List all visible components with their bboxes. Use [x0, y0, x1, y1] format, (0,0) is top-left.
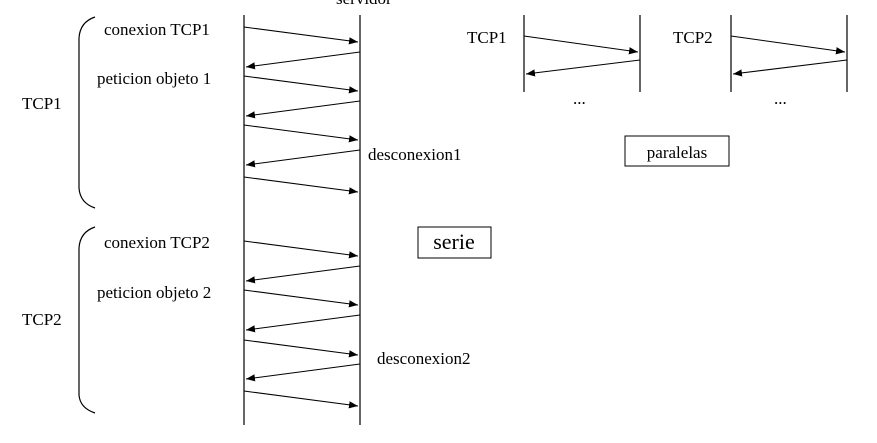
server-label: servidor [336, 0, 392, 8]
parallel-tcp2-response-arrow [732, 59, 848, 77]
tcp2-finack-arrow [245, 363, 361, 382]
serial-caption-box [417, 226, 492, 259]
tcp1-response-arrow [245, 100, 361, 119]
tcp1-synack-arrow [245, 51, 361, 70]
request-object1-label: peticion objeto 1 [97, 69, 211, 88]
connect-tcp1-label: conexion TCP1 [104, 20, 210, 39]
tcp2-ack-arrow [243, 390, 359, 409]
tcp2-brace-label: TCP2 [22, 310, 62, 329]
parallel-tcp1-ellipsis: ... [573, 89, 586, 108]
parallel-tcp2-label: TCP2 [673, 28, 713, 47]
tcp1-brace [78, 16, 96, 209]
tcp2-response-arrow [245, 314, 361, 333]
parallel-caption: paralelas [647, 143, 707, 162]
tcp1-brace-label: TCP1 [22, 94, 62, 113]
tcp1-request-arrow [243, 75, 359, 94]
parallel-tcp1-label: TCP1 [467, 28, 507, 47]
disconnect1-label: desconexion1 [368, 145, 461, 164]
tcp1-fin-arrow [243, 124, 359, 143]
parallel-caption-box [624, 135, 730, 167]
tcp2-syn-arrow [243, 240, 359, 259]
disconnect2-label: desconexion2 [377, 349, 470, 368]
parallel-tcp2-request-arrow [730, 35, 846, 55]
tcp2-request-arrow [243, 289, 359, 308]
parallel-tcp1-response-arrow [525, 59, 641, 77]
tcp1-finack-arrow [245, 149, 361, 168]
tcp2-fin-arrow [243, 339, 359, 358]
tcp2-brace [78, 226, 96, 414]
serial-caption: serie [433, 229, 475, 254]
tcp1-ack-arrow [243, 176, 359, 195]
tcp2-synack-arrow [245, 265, 361, 284]
parallel-tcp1-request-arrow [523, 35, 639, 55]
connect-tcp2-label: conexion TCP2 [104, 233, 210, 252]
parallel-tcp2-ellipsis: ... [774, 89, 787, 108]
request-object2-label: peticion objeto 2 [97, 283, 211, 302]
tcp1-syn-arrow [243, 26, 359, 45]
